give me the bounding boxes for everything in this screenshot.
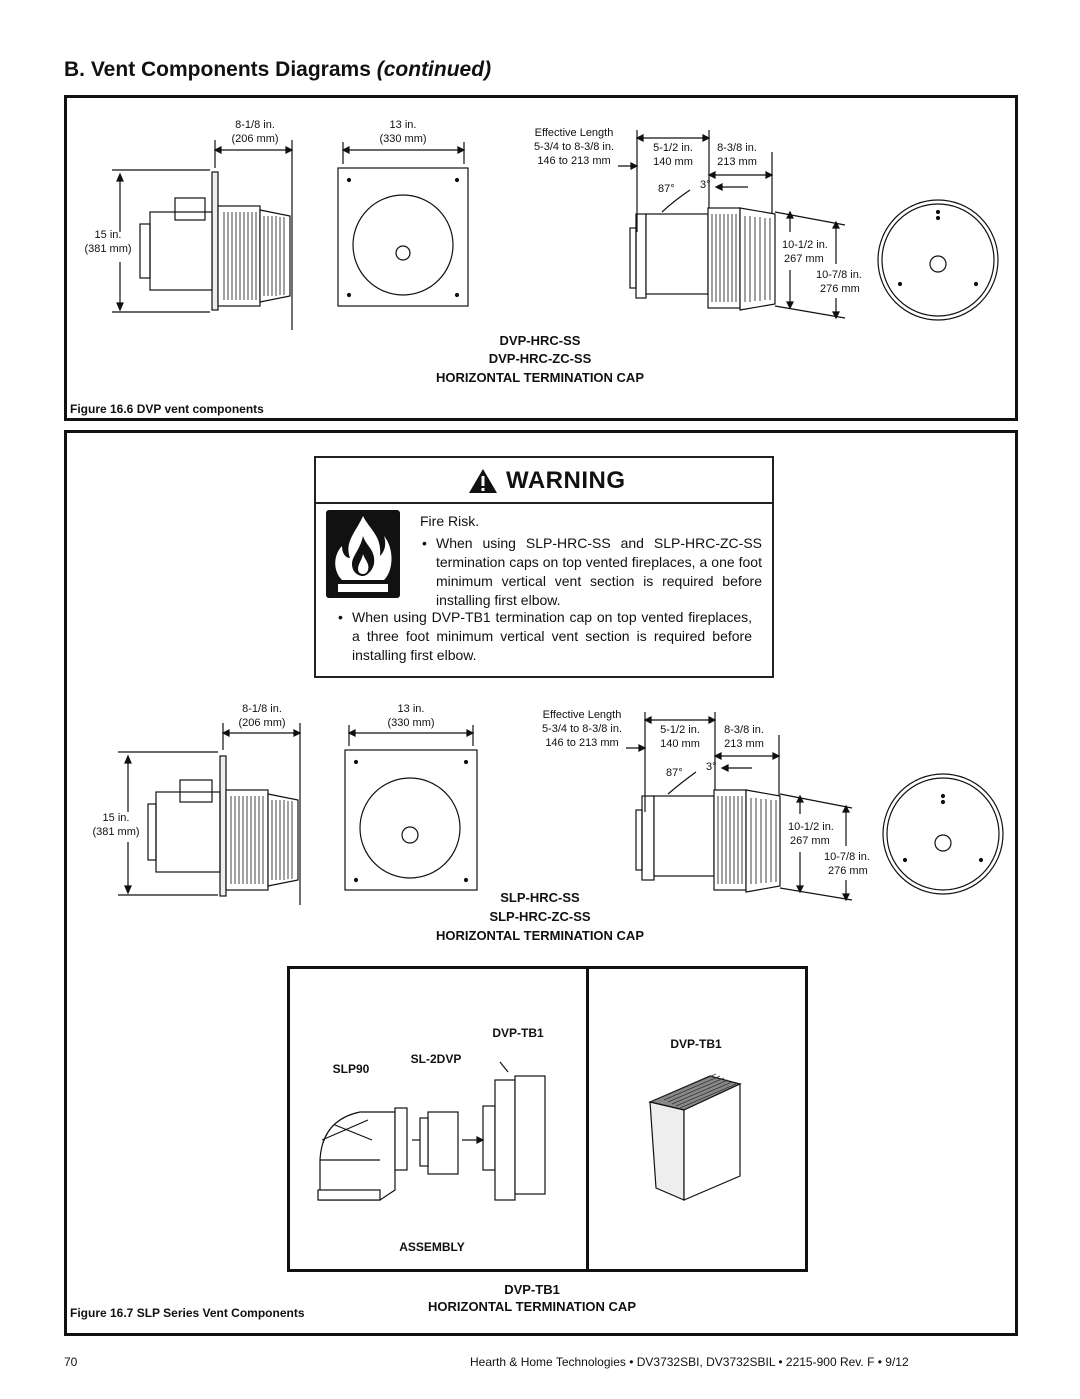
page-number: 70 xyxy=(64,1355,78,1369)
section-heading: B. Vent Components Diagrams (continued) xyxy=(64,58,492,81)
fig1-height-in: 15 in. xyxy=(94,229,122,241)
fig1-width-in: 8-1/8 in. xyxy=(235,119,275,131)
warning-box: WARNING Fire Risk. • When using SLP-HRC-… xyxy=(314,456,774,678)
fig1-d1: 5-1/2 in. 140 mm xyxy=(643,141,703,169)
warning-bullet-1: When using SLP-HRC-SS and SLP-HRC-ZC-SS … xyxy=(436,535,762,608)
fig2-effective-length: Effective Length 5-3/4 to 8-3/8 in. 146 … xyxy=(530,708,634,750)
fig2-d1-in: 5-1/2 in. xyxy=(660,724,700,736)
fig2-width-mm: (206 mm) xyxy=(238,717,286,729)
fig2-model-2: SLP-HRC-ZC-SS xyxy=(489,909,591,924)
fig2-eff-mm: 146 to 213 mm xyxy=(545,737,619,749)
fig1-eff-mm: 146 to 213 mm xyxy=(537,155,611,167)
fig1-width-mm: (206 mm) xyxy=(231,133,279,145)
fig2-bottom-model: DVP-TB1 xyxy=(504,1282,560,1297)
fig1-d1-in: 5-1/2 in. xyxy=(653,142,693,154)
fig1-d4: 10-7/8 in. 276 mm xyxy=(816,268,862,296)
fig2-eff-label: Effective Length xyxy=(542,709,622,721)
heading-italic: continued xyxy=(383,58,485,81)
fig1-d4-in: 10-7/8 in. xyxy=(816,269,862,281)
fig2-square-in: 13 in. xyxy=(397,703,425,715)
fig1-eff-in: 5-3/4 to 8-3/8 in. xyxy=(533,141,615,153)
fig1-square-mm: (330 mm) xyxy=(379,133,427,145)
fig2-eff-in: 5-3/4 to 8-3/8 in. xyxy=(541,723,623,735)
warning-bullet-2-marker: • xyxy=(338,609,343,625)
fig2-square-dim: 13 in. (330 mm) xyxy=(380,702,442,730)
fig2-width-in: 8-1/8 in. xyxy=(242,703,282,715)
fig2-d4-in: 10-7/8 in. xyxy=(824,851,870,863)
fig2-angle-3: 3° xyxy=(706,761,717,773)
figure-16-7-frame xyxy=(64,430,1018,1336)
footer-text: Hearth & Home Technologies • DV3732SBI, … xyxy=(470,1355,909,1369)
fig2-d1: 5-1/2 in. 140 mm xyxy=(650,723,710,751)
fig1-d2-in: 8-3/8 in. xyxy=(717,142,757,154)
fig1-height-dim: 15 in. (381 mm) xyxy=(78,228,138,256)
warning-triangle-icon xyxy=(469,469,497,493)
fig2-square-mm: (330 mm) xyxy=(387,717,435,729)
fig2-model-1: SLP-HRC-SS xyxy=(500,890,580,905)
assembly-label: ASSEMBLY xyxy=(399,1240,465,1254)
fig1-square-in: 13 in. xyxy=(389,119,417,131)
fig2-d2-in: 8-3/8 in. xyxy=(724,724,764,736)
fig1-d2-mm: 213 mm xyxy=(717,156,757,168)
fig1-model-2: DVP-HRC-ZC-SS xyxy=(488,351,592,366)
fig1-d3-mm: 267 mm xyxy=(784,253,824,265)
fig1-d3-in: 10-1/2 in. xyxy=(782,239,828,251)
fig2-caption: Figure 16.7 SLP Series Vent Components xyxy=(70,1306,305,1320)
warning-risk: Fire Risk. xyxy=(420,513,480,529)
assembly-sl2dvp-label: SL-2DVP xyxy=(410,1052,462,1066)
fig2-d2-mm: 213 mm xyxy=(724,738,764,750)
fig2-d1-mm: 140 mm xyxy=(660,738,700,750)
dvp-tb1-box-drawing xyxy=(648,1073,742,1201)
fig1-effective-length: Effective Length 5-3/4 to 8-3/8 in. 146 … xyxy=(522,126,626,168)
fig1-d2: 8-3/8 in. 213 mm xyxy=(707,141,767,169)
fig2-title: HORIZONTAL TERMINATION CAP xyxy=(436,928,644,943)
fig2-d3-in: 10-1/2 in. xyxy=(788,821,834,833)
heading-text: B. Vent Components Diagrams xyxy=(64,58,371,81)
fig2-d4: 10-7/8 in. 276 mm xyxy=(824,850,870,878)
fig2-height-dim: 15 in. (381 mm) xyxy=(86,811,146,839)
fig1-caption: Figure 16.6 DVP vent components xyxy=(70,402,264,416)
fig1-angle-3: 3° xyxy=(700,179,711,191)
dvp-tb1-panel xyxy=(586,966,808,1272)
warning-title: WARNING xyxy=(506,467,626,494)
fig2-angle-87: 87° xyxy=(666,767,683,779)
fig2-width-dim: 8-1/8 in. (206 mm) xyxy=(231,702,293,730)
warning-bullet-1-marker: • xyxy=(422,535,427,551)
warning-header: WARNING xyxy=(316,458,772,504)
warning-bullet-2: When using DVP-TB1 termination cap on to… xyxy=(352,609,752,663)
fig2-d3: 10-1/2 in. 267 mm xyxy=(788,820,834,848)
assembly-dvp-tb1-label: DVP-TB1 xyxy=(492,1026,544,1040)
fig2-d3-mm: 267 mm xyxy=(790,835,830,847)
fig2-height-mm: (381 mm) xyxy=(92,826,140,838)
fig2-height-in: 15 in. xyxy=(102,812,130,824)
fig1-height-mm: (381 mm) xyxy=(84,243,132,255)
fig1-title: HORIZONTAL TERMINATION CAP xyxy=(436,370,644,385)
fig1-d4-mm: 276 mm xyxy=(820,283,860,295)
fig1-width-dim: 8-1/8 in. (206 mm) xyxy=(225,118,285,146)
fig2-d2: 8-3/8 in. 213 mm xyxy=(714,723,774,751)
right-dvp-tb1-label: DVP-TB1 xyxy=(670,1037,722,1051)
assembly-slp90-label: SLP90 xyxy=(332,1062,370,1076)
fig1-model-1: DVP-HRC-SS xyxy=(499,333,581,348)
fig1-eff-label: Effective Length xyxy=(534,127,614,139)
flame-icon xyxy=(326,510,400,598)
fig2-bottom-title: HORIZONTAL TERMINATION CAP xyxy=(428,1299,636,1314)
fig1-d1-mm: 140 mm xyxy=(653,156,693,168)
assembly-panel xyxy=(287,966,589,1272)
fig1-square-dim: 13 in. (330 mm) xyxy=(373,118,433,146)
assembly-drawing xyxy=(317,1061,546,1201)
fig2-d4-mm: 276 mm xyxy=(828,865,868,877)
fig1-d3: 10-1/2 in. 267 mm xyxy=(782,238,828,266)
fig1-angle-87: 87° xyxy=(658,183,675,195)
figure-16-6-frame xyxy=(64,95,1018,421)
